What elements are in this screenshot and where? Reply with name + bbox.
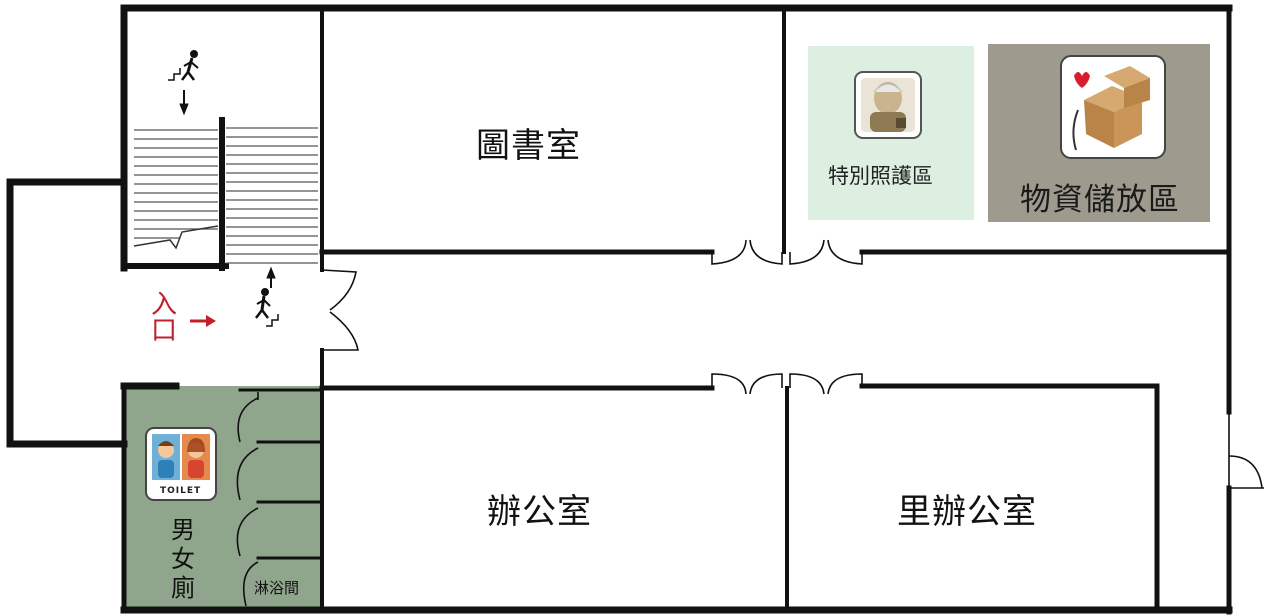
stairs-down-icon <box>168 50 199 116</box>
stairs-up-icon <box>255 266 279 327</box>
elderly-care-icon <box>854 71 922 139</box>
supplies-box-icon <box>1060 55 1166 159</box>
library-label: 圖書室 <box>476 126 581 166</box>
restroom-label-female: 女 <box>171 545 195 573</box>
entrance-label: 入 口 <box>151 292 177 344</box>
entrance-arrow <box>190 315 216 327</box>
office-label: 辦公室 <box>487 492 592 532</box>
entrance-label-2: 口 <box>151 316 178 346</box>
toilet-sign-text: TOILET <box>160 486 202 496</box>
restroom-label: 男 女 廁 <box>168 516 198 603</box>
toilet-icon <box>145 427 217 501</box>
doors <box>236 239 1264 607</box>
village-office-label: 里辦公室 <box>897 492 1037 532</box>
entrance-label-1: 入 <box>151 290 178 320</box>
walls <box>6 4 1233 615</box>
restroom-label-male: 男 <box>171 516 195 544</box>
special-care-label: 特別照護區 <box>828 164 933 188</box>
shower-label: 淋浴間 <box>254 579 300 597</box>
storage-label: 物資儲放區 <box>1020 182 1180 218</box>
staircase <box>133 127 318 264</box>
restroom-label-toilet: 廁 <box>171 574 195 602</box>
